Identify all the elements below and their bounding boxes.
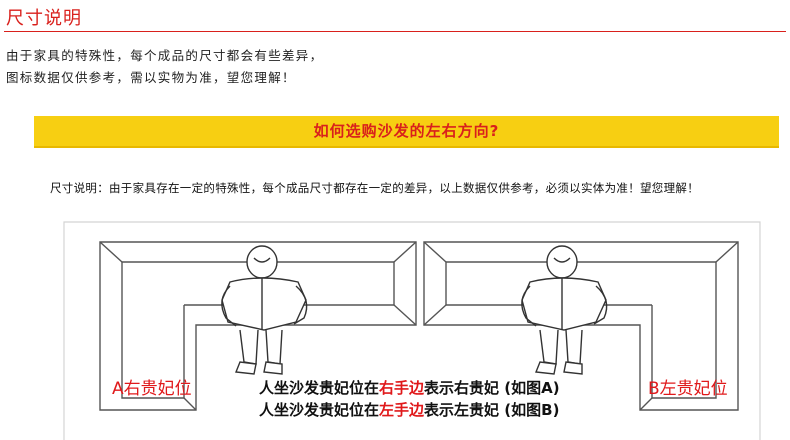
caption-right-chaise: 人坐沙发贵妃位在右手边表示右贵妃 (如图A) bbox=[259, 377, 560, 398]
banner: 如何选购沙发的左右方向? bbox=[34, 116, 779, 148]
title-divider bbox=[4, 31, 786, 32]
sofa-b-label: B左贵妃位 bbox=[648, 379, 728, 399]
person-a-illustration bbox=[221, 245, 308, 375]
sofa-a-illustration bbox=[99, 241, 417, 411]
caption1-prefix: 人坐沙发贵妃位在 bbox=[259, 379, 380, 397]
caption1-tag: (如图A) bbox=[504, 379, 560, 397]
caption-left-chaise: 人坐沙发贵妃位在左手边表示左贵妃 (如图B) bbox=[259, 399, 559, 420]
person-b-illustration bbox=[521, 245, 608, 375]
caption2-prefix: 人坐沙发贵妃位在 bbox=[259, 401, 380, 419]
section-title: 尺寸说明 bbox=[6, 8, 82, 29]
note-line-2: 图标数据仅供参考，需以实物为准，望您理解！ bbox=[6, 70, 296, 85]
size-description: 尺寸说明：由于家具存在一定的特殊性，每个成品尺寸都存在一定的差异，以上数据仅供参… bbox=[50, 181, 699, 195]
caption2-highlight: 左手边 bbox=[379, 401, 425, 419]
note-line-1: 由于家具的特殊性，每个成品的尺寸都会有些差异， bbox=[6, 48, 324, 63]
caption1-suffix: 表示右贵妃 bbox=[424, 379, 500, 397]
banner-title: 如何选购沙发的左右方向? bbox=[313, 122, 500, 140]
caption2-suffix: 表示左贵妃 bbox=[424, 401, 500, 419]
caption1-highlight: 右手边 bbox=[379, 379, 425, 397]
caption2-tag: (如图B) bbox=[504, 401, 560, 419]
sofa-a-label: A右贵妃位 bbox=[112, 379, 192, 399]
